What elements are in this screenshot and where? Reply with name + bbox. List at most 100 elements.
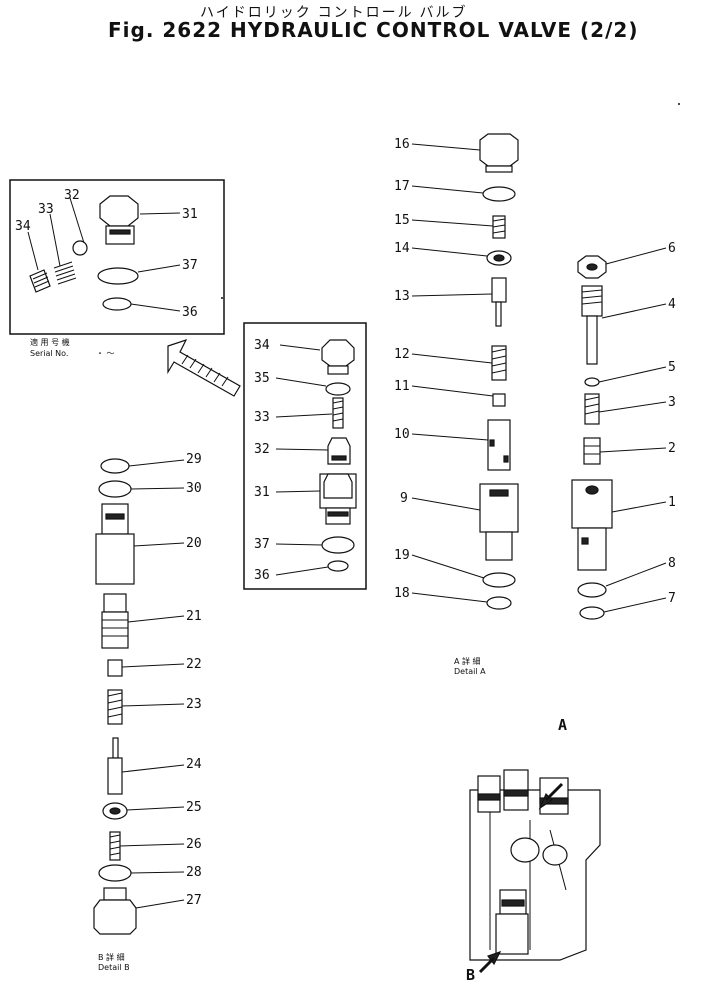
oring-28 (98, 864, 132, 882)
part-1 (571, 479, 613, 571)
detail-b-en: Detail B (98, 963, 130, 972)
label-13: 13 (394, 289, 410, 304)
label-8: 8 (668, 556, 676, 571)
middle-box (243, 322, 367, 590)
label-7: 7 (668, 591, 676, 606)
label-20: 20 (186, 536, 202, 551)
inset-part-31 (99, 195, 139, 245)
part-11 (492, 393, 506, 407)
spring-12 (491, 345, 507, 381)
detail-a-jp: A 詳 細 (454, 656, 481, 666)
label-17: 17 (394, 179, 410, 194)
oring-7 (579, 606, 605, 620)
label-36: 36 (254, 568, 270, 583)
inset-ball-32 (72, 240, 88, 256)
label-2: 2 (668, 441, 676, 456)
stray-mark (221, 297, 223, 299)
label-3: 3 (668, 395, 676, 410)
inset-label-32: 32 (64, 188, 80, 203)
spring-26 (109, 831, 121, 861)
label-34: 34 (254, 338, 270, 353)
oring-8 (577, 582, 607, 598)
label-23: 23 (186, 697, 202, 712)
part-6 (577, 255, 607, 279)
serial-jp: 適 用 号 機 (30, 337, 70, 347)
detail-b-jp: B 詳 細 (98, 952, 125, 962)
label-6: 6 (668, 241, 676, 256)
inset-label-33: 33 (38, 202, 54, 217)
label-21: 21 (186, 609, 202, 624)
part-25 (102, 802, 128, 820)
part-20 (95, 503, 135, 585)
label-33: 33 (254, 410, 270, 425)
label-5: 5 (668, 360, 676, 375)
label-1: 1 (668, 495, 676, 510)
inset-plug-34 (29, 269, 51, 293)
inset-label-34: 34 (15, 219, 31, 234)
title-japanese: ハイドロリック コントロール バルブ (200, 4, 468, 20)
label-30: 30 (186, 481, 202, 496)
oring-29 (100, 458, 130, 474)
label-4: 4 (668, 297, 676, 312)
part-34 (321, 339, 355, 375)
part-16 (479, 133, 519, 173)
inset-label-31: 31 (182, 207, 198, 222)
part-14 (486, 250, 512, 266)
inset-label-37: 37 (182, 258, 198, 273)
label-19: 19 (394, 548, 410, 563)
spring-33 (332, 397, 344, 429)
spring-15 (492, 215, 506, 239)
inset-box (9, 179, 225, 335)
oring-36 (327, 560, 349, 572)
label-16: 16 (394, 137, 410, 152)
spring-23 (107, 689, 123, 725)
label-26: 26 (186, 837, 202, 852)
inset-spring-33 (53, 261, 77, 285)
detail-a-en: Detail A (454, 667, 486, 676)
label-15: 15 (394, 213, 410, 228)
label-12: 12 (394, 347, 410, 362)
label-22: 22 (186, 657, 202, 672)
oring-37 (321, 536, 355, 554)
part-31 (319, 473, 357, 525)
label-9: 9 (400, 491, 408, 506)
part-4 (581, 285, 603, 365)
stray-mark (678, 103, 680, 105)
label-28: 28 (186, 865, 202, 880)
part-10 (487, 419, 511, 471)
label-11: 11 (394, 379, 410, 394)
part-24 (107, 737, 123, 795)
inset-oring-36 (102, 297, 132, 311)
part-32 (327, 437, 351, 465)
serial-en: Serial No. (30, 349, 68, 358)
arrow-b-icon (478, 950, 502, 974)
label-14: 14 (394, 241, 410, 256)
part-9 (479, 483, 519, 561)
label-32: 32 (254, 442, 270, 457)
part-21 (101, 593, 129, 649)
label-24: 24 (186, 757, 202, 772)
label-10: 10 (394, 427, 410, 442)
oring-5 (584, 377, 600, 387)
arrow-a-label: A (558, 716, 567, 734)
inset-oring-37 (97, 267, 139, 285)
valve-assembly (469, 769, 601, 961)
label-25: 25 (186, 800, 202, 815)
label-27: 27 (186, 893, 202, 908)
spring-3 (584, 393, 600, 425)
label-37: 37 (254, 537, 270, 552)
oring-19 (482, 572, 516, 588)
figure-title: Fig. 2622 HYDRAULIC CONTROL VALVE (2/2) (108, 18, 639, 42)
serial-range: ・ ～ (96, 349, 115, 358)
arrow-b-label: B (466, 966, 475, 984)
pointer-arrow (167, 338, 241, 397)
oring-18 (486, 596, 512, 610)
label-18: 18 (394, 586, 410, 601)
part-27 (93, 887, 137, 935)
oring-35 (325, 382, 351, 396)
part-22 (107, 659, 123, 677)
label-31: 31 (254, 485, 270, 500)
arrow-a-icon (538, 782, 564, 810)
oring-17 (482, 186, 516, 202)
